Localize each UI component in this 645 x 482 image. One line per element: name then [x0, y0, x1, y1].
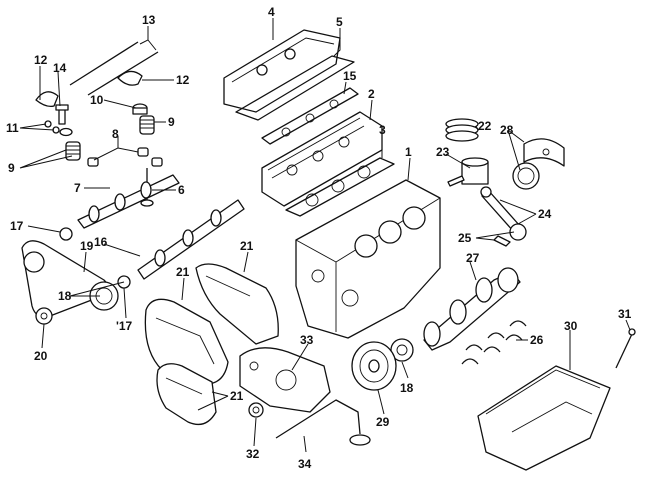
main-bearings-part-26: [461, 320, 527, 365]
callout-15: 15: [343, 69, 357, 83]
callout-19-label: 19: [80, 239, 94, 253]
callout-17a: 17: [10, 219, 24, 233]
head-gasket-part-3: [285, 157, 395, 217]
cylinder-head-part-2: [261, 111, 383, 207]
callout-28: 28: [500, 123, 514, 137]
seal-part-32: [248, 402, 264, 418]
callout-13: 13: [142, 13, 156, 27]
callout-18b: 18: [400, 381, 414, 395]
callout-2: 2: [368, 87, 375, 101]
callout-29: 29: [376, 415, 390, 429]
callout-8: 8: [112, 127, 119, 141]
callout-4: 4: [268, 5, 275, 19]
crank-pulley-part-29: [351, 341, 397, 391]
callout-3: 3: [379, 123, 386, 137]
callout-33: 33: [300, 333, 314, 347]
connecting-rod-part-24: [480, 186, 527, 247]
callout-21b: 21: [176, 265, 190, 279]
callout-21a: 21: [240, 239, 254, 253]
crankshaft-part-27: [423, 267, 521, 351]
callout-16-label: 16: [94, 235, 108, 249]
callout-12a: 12: [34, 53, 48, 67]
callout-31: 31: [618, 307, 632, 321]
callout-30: 30: [564, 319, 578, 333]
callout-17b: '17: [116, 319, 133, 333]
callout-10: 10: [90, 93, 104, 107]
rocker-arm-part-12: [35, 70, 143, 108]
callout-1: 1: [405, 145, 412, 159]
callout-11: 11: [6, 121, 19, 135]
dipstick-part-31: [615, 328, 636, 369]
callout-7-label: 7: [74, 181, 81, 195]
callout-34: 34: [298, 457, 312, 471]
callout-labels: 4 5 15 2 3 1 13 12 14 12 10 9 11 8 9 6 6…: [6, 5, 632, 471]
piston-part-23: [447, 157, 489, 187]
callout-32: 32: [246, 447, 260, 461]
valve-cover-part-4: [223, 29, 341, 113]
bolt-part-14: [55, 104, 69, 125]
tensioner-part-20: [35, 307, 53, 325]
piston-rings-part-22: [445, 118, 479, 142]
valve-springs-part-9: [65, 115, 163, 167]
callout-18a-label: 18: [58, 289, 72, 303]
callout-25: 25: [458, 231, 472, 245]
callout-12b: 12: [176, 73, 190, 87]
gasket-part-15: [261, 87, 359, 145]
engine-block-part-1: [295, 179, 441, 339]
lifter-part-10: [59, 103, 148, 137]
rods-part-13: [69, 41, 159, 96]
callout-14: 14: [53, 61, 67, 75]
callout-9b: 9: [168, 115, 175, 129]
callout-24: 24: [538, 207, 552, 221]
callout-27: 27: [466, 251, 480, 265]
callout-20: 20: [34, 349, 48, 363]
oil-pickup-part-34: [275, 399, 371, 446]
camshaft-part-16: [59, 174, 245, 280]
studs-part-11: [44, 120, 60, 134]
callout-22: 22: [478, 119, 492, 133]
oil-pump-part-33: [239, 347, 331, 413]
gasket-part-5: [235, 55, 355, 121]
callout-21c: 21: [230, 389, 244, 403]
oil-pan-part-30: [477, 365, 611, 471]
callout-9a: 9: [8, 161, 15, 175]
timing-cover-part-21: [144, 263, 279, 426]
callout-5: 5: [336, 15, 343, 29]
callout-23: 23: [436, 145, 450, 159]
seal-part-28: [512, 138, 565, 190]
leader-lines: [19, 18, 631, 453]
callout-6-label: 6: [178, 183, 185, 197]
callout-26: 26: [530, 333, 544, 347]
